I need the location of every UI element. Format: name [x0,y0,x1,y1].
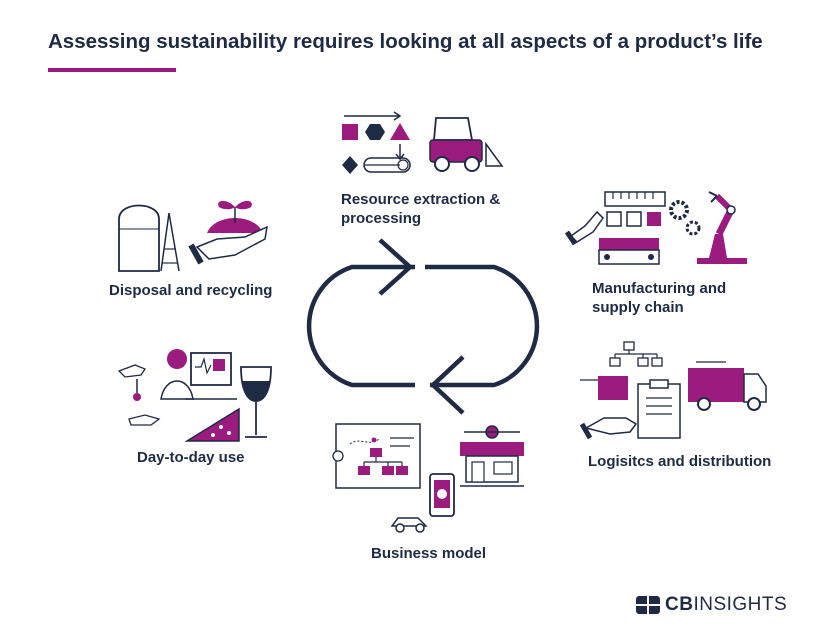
page-title: Assessing sustainability requires lookin… [48,30,763,53]
resource-label: Resource extraction & processing [341,191,501,227]
disposal-recycling-label: Disposal and recycling [109,282,273,299]
day-to-day-use-icon [117,349,272,442]
cycle-top-arc [306,264,415,388]
business-model-label: Business model [371,545,487,562]
cbinsights-logo: CBINSIGHTS [636,594,787,616]
day-to-day-use-label: Day-to-day use [137,449,245,466]
cycle-arrows [306,238,540,415]
logistics-label: Logisitcs and distribution [588,453,772,470]
manufacturing-label: Manufacturing and supply chain [592,280,727,316]
business-model-icon [332,423,524,533]
resource-extraction-icon [342,111,504,174]
manufacturing-icon [564,191,747,265]
cycle-top-arrowhead [378,238,414,296]
disposal-recycling-icon [118,200,268,272]
cbinsights-wordmark: CBINSIGHTS [665,594,788,615]
cbinsights-logo-icon [636,596,660,614]
cycle-bottom-arc [425,264,540,388]
title-accent-bar [48,68,176,72]
logistics-icon [579,341,767,440]
cycle-bottom-arrowhead [429,355,465,415]
